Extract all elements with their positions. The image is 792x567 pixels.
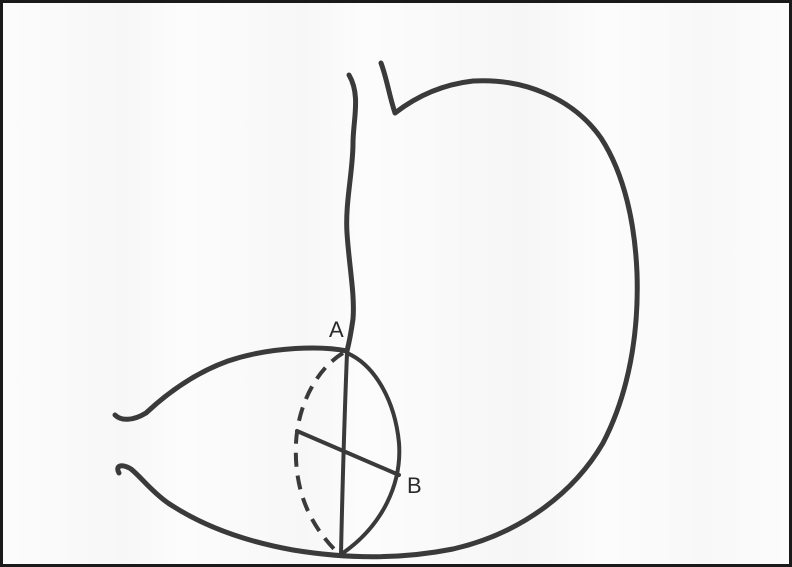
dashed-arc (296, 353, 343, 552)
cross-line-b (297, 431, 399, 475)
greater-curvature-outline (118, 63, 638, 557)
point-b-label: B (407, 473, 422, 498)
lesser-curvature-outline (115, 75, 356, 419)
point-a-label: A (329, 317, 344, 342)
stomach-diagram: A B (3, 3, 792, 567)
